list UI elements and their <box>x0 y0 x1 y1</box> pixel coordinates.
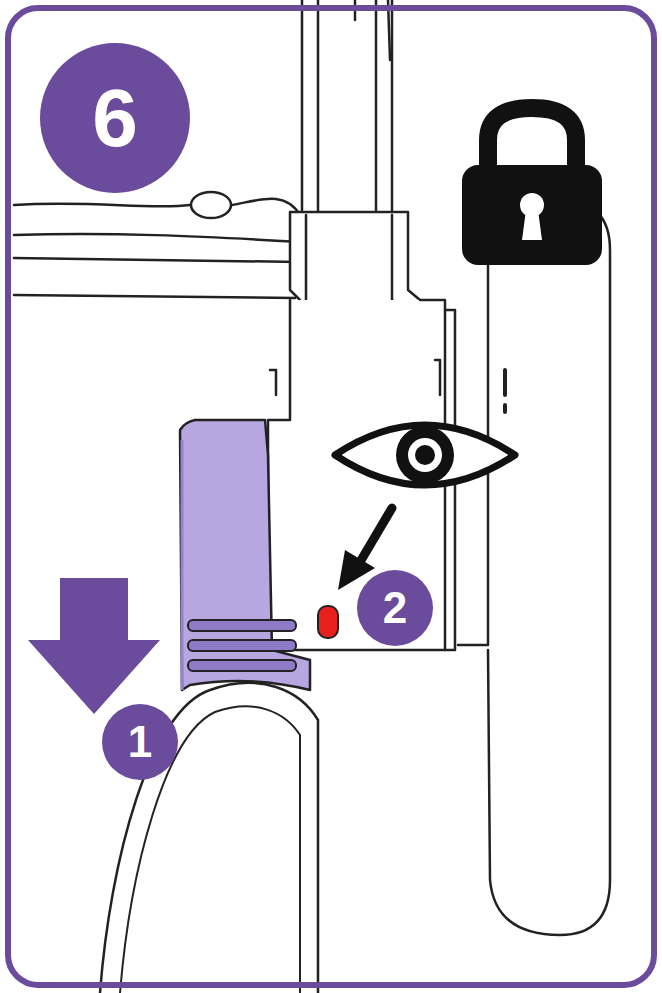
callout-number: 2 <box>357 570 433 646</box>
callout-number: 1 <box>102 704 178 780</box>
step-number: 6 <box>40 43 190 193</box>
